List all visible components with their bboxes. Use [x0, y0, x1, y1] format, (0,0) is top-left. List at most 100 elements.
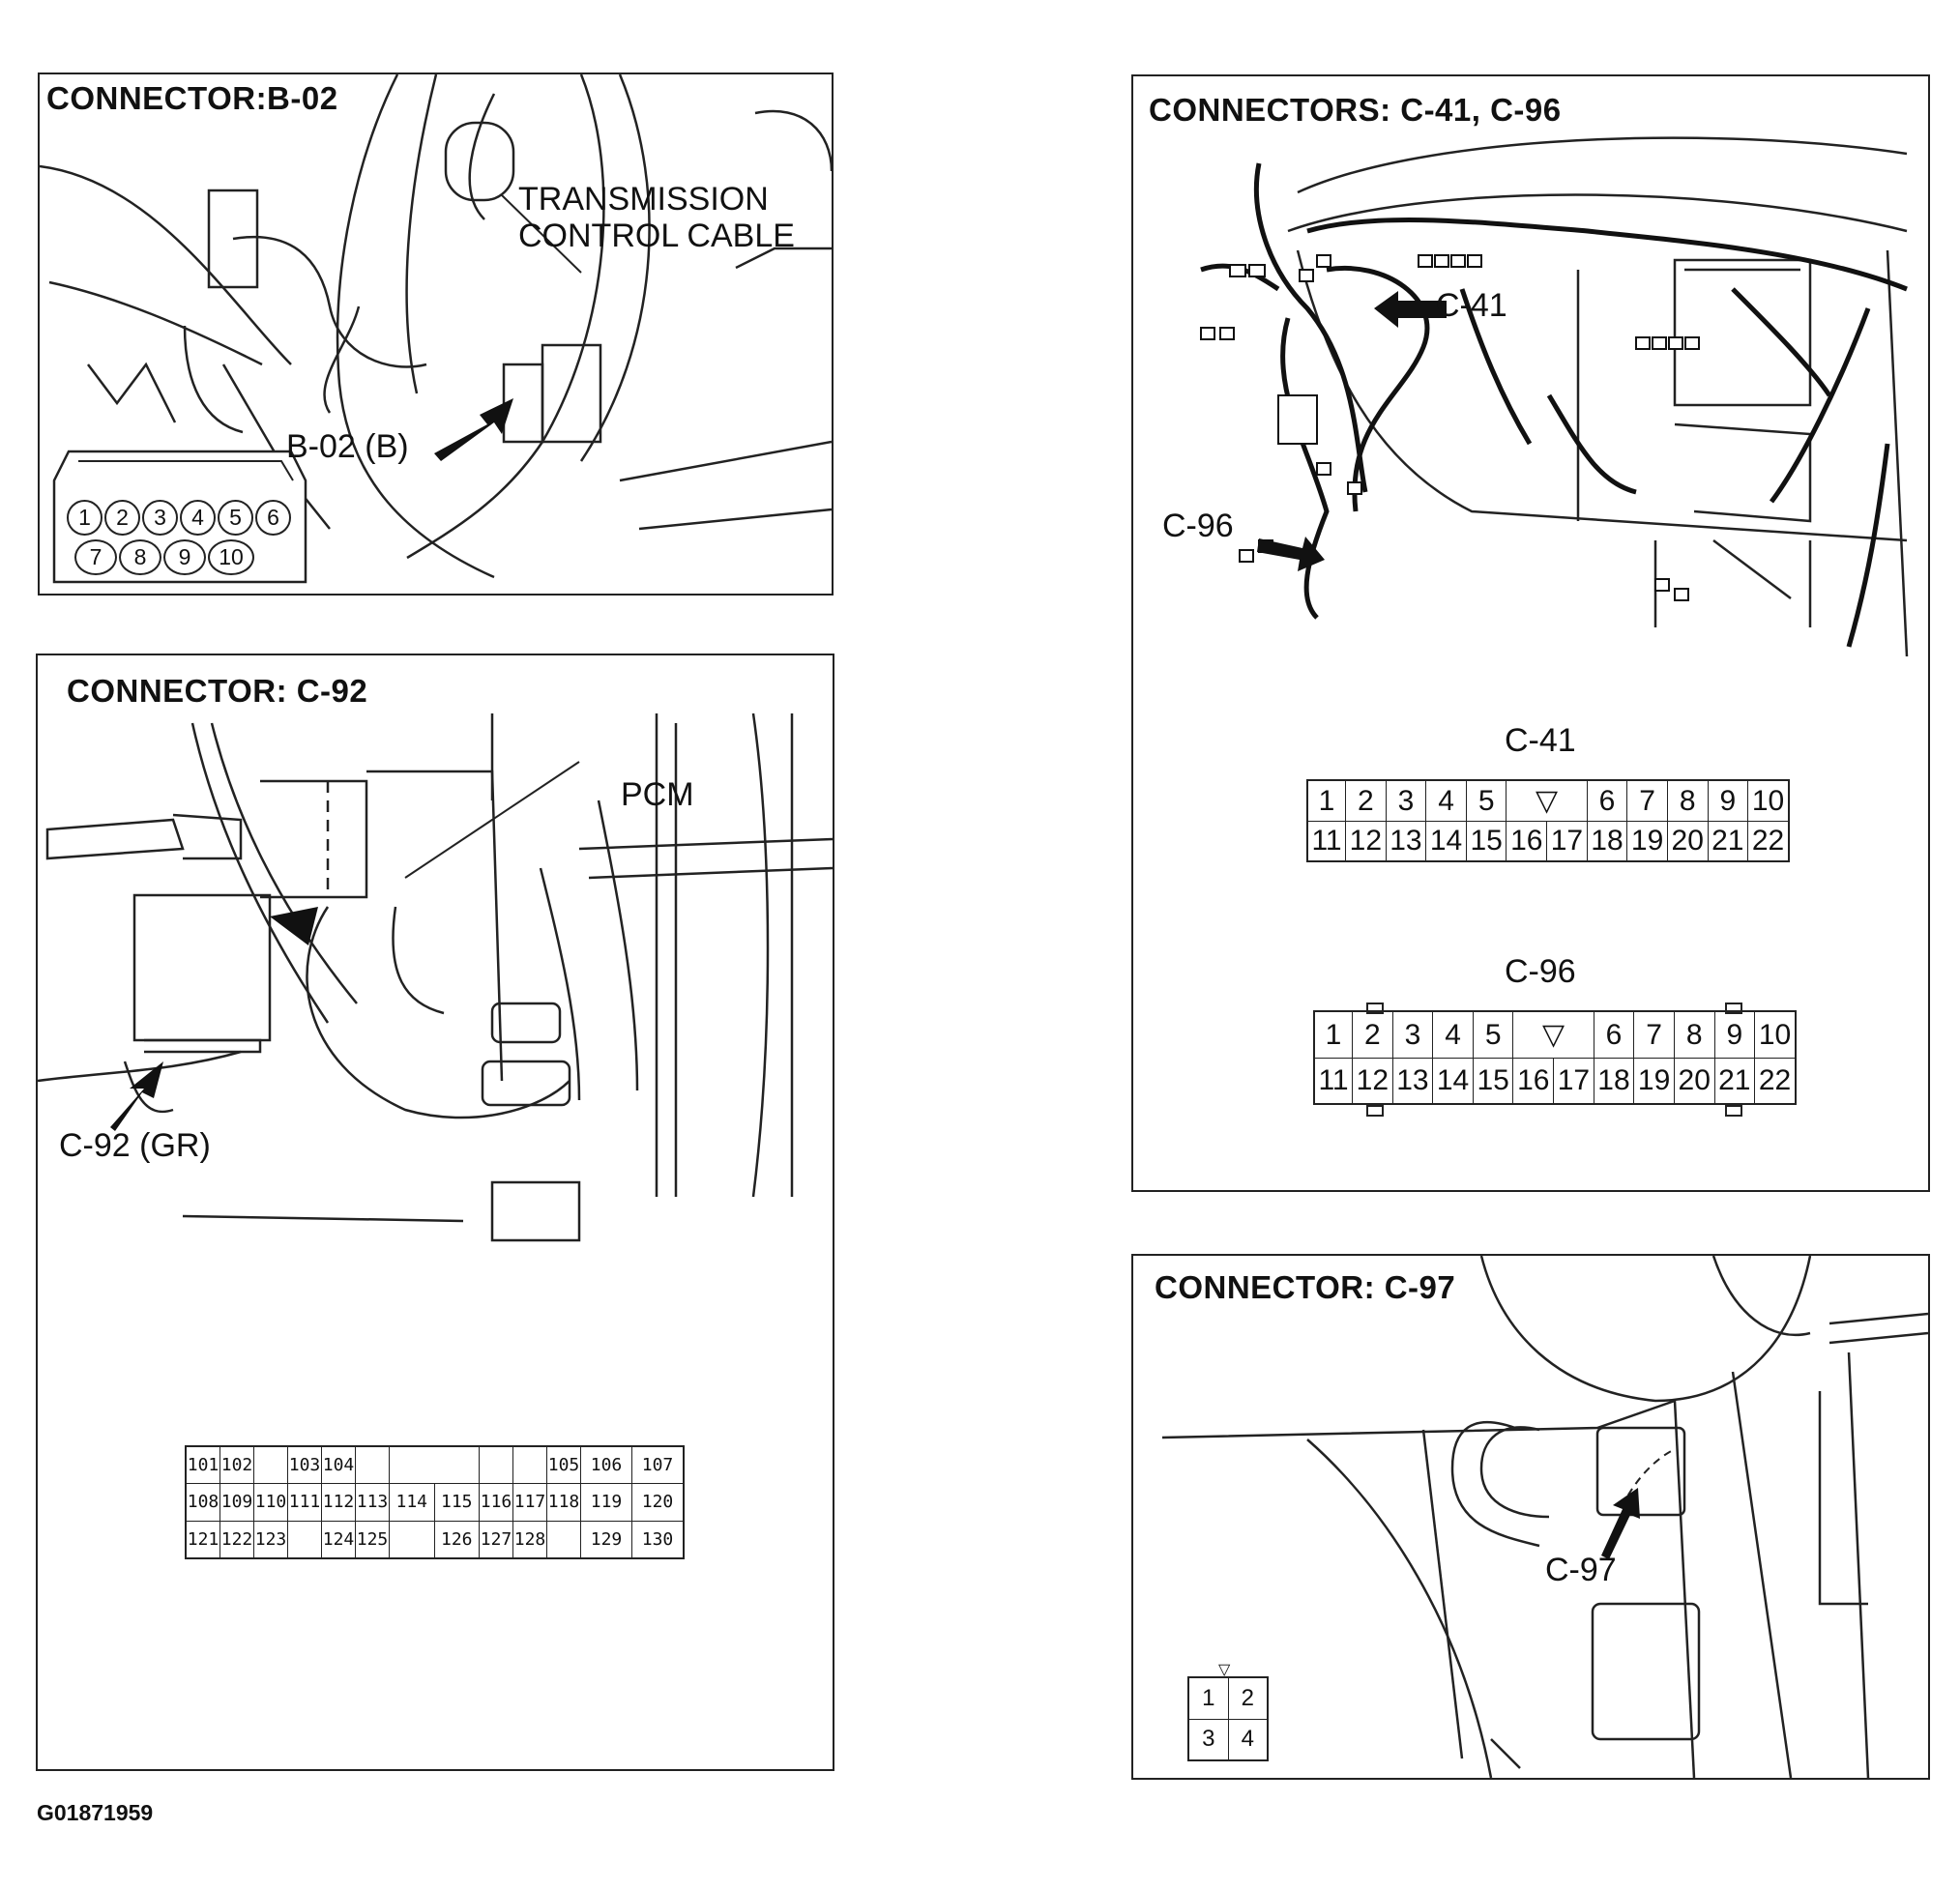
- c97-pin-table: 1 2 3 4: [1187, 1676, 1269, 1761]
- pin: 10: [208, 539, 254, 575]
- panel-title: CONNECTOR: C-97: [1155, 1269, 1456, 1305]
- pin: 116: [479, 1483, 513, 1522]
- connector-label-c92: C-92 (GR): [59, 1127, 211, 1164]
- panel-title: CONNECTORS: C-41, C-96: [1149, 92, 1562, 128]
- pin: 110: [253, 1483, 288, 1522]
- pin: [546, 1520, 581, 1559]
- pin: 10: [1754, 1010, 1797, 1060]
- pin: 118: [546, 1483, 581, 1522]
- pin: 14: [1425, 821, 1467, 862]
- connector-label-c96: C-96: [1505, 953, 1576, 990]
- pin: [355, 1445, 390, 1485]
- panel-connector-c92: CONNECTOR: C-92 PCM C-92 (GR) 101 102 10…: [36, 654, 834, 1771]
- key-notch: ▽: [1506, 779, 1588, 823]
- pin: 105: [546, 1445, 581, 1485]
- pin: 4: [180, 500, 216, 536]
- pin: [512, 1445, 547, 1485]
- pin: 19: [1633, 1058, 1675, 1105]
- pin: 22: [1747, 821, 1790, 862]
- pin: 10: [1747, 779, 1790, 823]
- pin: 1: [1306, 779, 1347, 823]
- pin: 130: [631, 1520, 685, 1559]
- pin: 3: [1391, 1010, 1434, 1060]
- pin: 20: [1673, 1058, 1715, 1105]
- pin: [389, 1520, 435, 1559]
- connector-label-b02: B-02 (B): [286, 428, 409, 465]
- pin: 8: [1673, 1010, 1715, 1060]
- pin: 102: [219, 1445, 254, 1485]
- pin: 21: [1707, 821, 1749, 862]
- pin: 6: [255, 500, 291, 536]
- pin: 9: [1707, 779, 1749, 823]
- callout-c96: C-96: [1162, 508, 1234, 544]
- pin: 101: [185, 1445, 220, 1485]
- panel-connector-c97: CONNECTOR: C-97 C-97 ▽ 1 2 3 4: [1131, 1254, 1930, 1780]
- pin: 3: [142, 500, 178, 536]
- pin: 20: [1666, 821, 1709, 862]
- callout-c41: C-41: [1436, 287, 1507, 324]
- c92-illustration: [38, 712, 833, 1242]
- pin: 7: [1633, 1010, 1675, 1060]
- c96-latch-bottom-left: [1366, 1105, 1384, 1117]
- pin: 108: [185, 1483, 220, 1522]
- pin: 8: [1666, 779, 1709, 823]
- panel-title: CONNECTOR:B-02: [46, 80, 338, 116]
- pin: 113: [355, 1483, 390, 1522]
- pin: 122: [219, 1520, 254, 1559]
- pin: 9: [163, 539, 206, 575]
- pin: 18: [1593, 1058, 1635, 1105]
- pin: 121: [185, 1520, 220, 1559]
- pin: 17: [1546, 821, 1588, 862]
- pin: 2: [1227, 1676, 1269, 1720]
- pin: 1: [67, 500, 102, 536]
- pin: 6: [1593, 1010, 1635, 1060]
- pin: 128: [512, 1520, 547, 1559]
- c96-pin-table: 1 2 3 4 5 ▽ 6 7 8 9 10 11 12 13 14 15 16…: [1313, 1010, 1797, 1105]
- pin: 123: [253, 1520, 288, 1559]
- pin: 111: [287, 1483, 322, 1522]
- pin: 117: [512, 1483, 547, 1522]
- pin: 7: [74, 539, 117, 575]
- pin: 112: [321, 1483, 356, 1522]
- c96-latch-bottom-right: [1725, 1105, 1742, 1117]
- pin: 13: [1385, 821, 1427, 862]
- c97-illustration: [1161, 1256, 1928, 1778]
- pin: 13: [1391, 1058, 1434, 1105]
- panel-connector-b02: CONNECTOR:B-02 TRANSMISSION CONTROL CABL…: [38, 73, 834, 596]
- c41-c96-illustration: [1200, 136, 1909, 657]
- pin: 16: [1506, 821, 1548, 862]
- pin: [389, 1445, 480, 1485]
- callout-pcm: PCM: [621, 776, 694, 813]
- connector-label-c41: C-41: [1505, 722, 1576, 759]
- panel-title: CONNECTOR: C-92: [67, 673, 368, 709]
- pin: 107: [631, 1445, 685, 1485]
- pin: 2: [1352, 1010, 1393, 1060]
- pin: 2: [104, 500, 140, 536]
- pin: 19: [1626, 821, 1668, 862]
- pin: 5: [1465, 779, 1507, 823]
- pin: 3: [1385, 779, 1427, 823]
- pin: 5: [1472, 1010, 1514, 1060]
- pin: 124: [321, 1520, 356, 1559]
- pin: 14: [1432, 1058, 1474, 1105]
- pin: 129: [580, 1520, 632, 1559]
- pin: 15: [1465, 821, 1507, 862]
- c97-key-mark: ▽: [1218, 1662, 1231, 1678]
- pin: 103: [287, 1445, 322, 1485]
- pin: [253, 1445, 288, 1485]
- pin: [479, 1445, 513, 1485]
- pin: 3: [1187, 1718, 1229, 1761]
- pin: 7: [1626, 779, 1668, 823]
- c41-pin-table: 1 2 3 4 5 ▽ 6 7 8 9 10 11 12 13 14 15 16…: [1306, 779, 1790, 862]
- pin: 8: [119, 539, 161, 575]
- pin: 1: [1187, 1676, 1229, 1720]
- pin: 109: [219, 1483, 254, 1522]
- pin: 4: [1432, 1010, 1474, 1060]
- pin: 17: [1553, 1058, 1594, 1105]
- pin: 126: [433, 1520, 480, 1559]
- panel-connectors-c41-c96: CONNECTORS: C-41, C-96 C-41 C-96 C-41 1 …: [1131, 74, 1930, 1192]
- pin: 22: [1754, 1058, 1797, 1105]
- pin: 5: [218, 500, 253, 536]
- pin: 12: [1352, 1058, 1393, 1105]
- pin: 104: [321, 1445, 356, 1485]
